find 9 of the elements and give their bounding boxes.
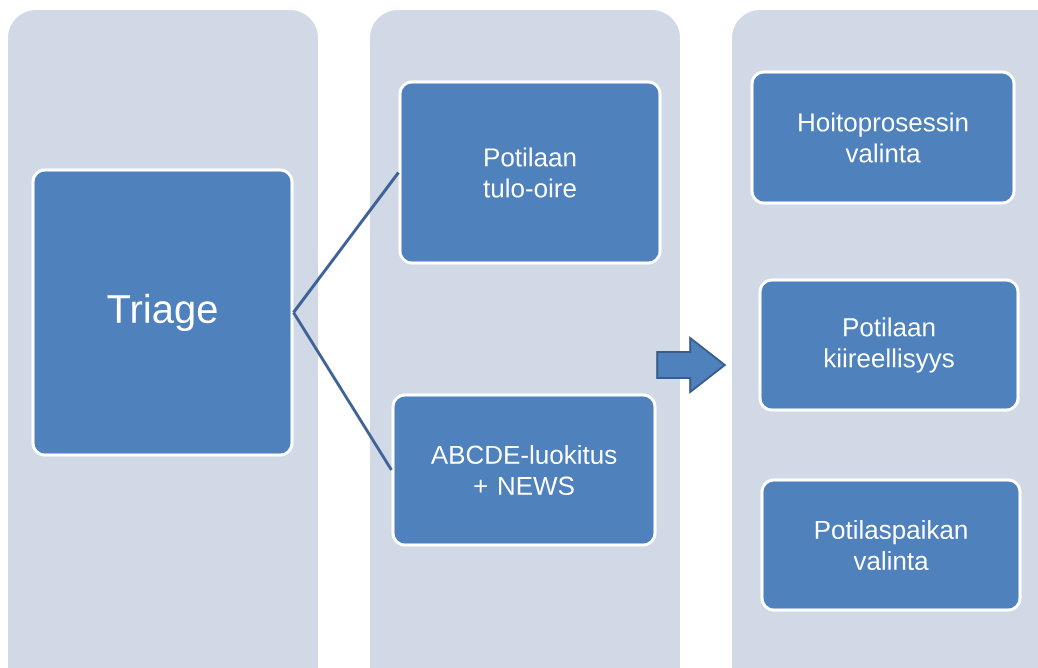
process-box: Hoitoprosessin valinta: [750, 70, 1016, 205]
connector-line: [292, 171, 400, 314]
block-arrow: [656, 335, 727, 395]
process-box: Potilaspaikan valinta: [760, 478, 1022, 612]
process-box: Triage: [31, 168, 294, 457]
process-box: ABCDE-luokitus + NEWS: [391, 393, 657, 547]
process-box: Potilaan tulo-oire: [398, 80, 662, 265]
process-box: Potilaan kiireellisyys: [758, 278, 1020, 412]
connector-line: [292, 311, 393, 471]
